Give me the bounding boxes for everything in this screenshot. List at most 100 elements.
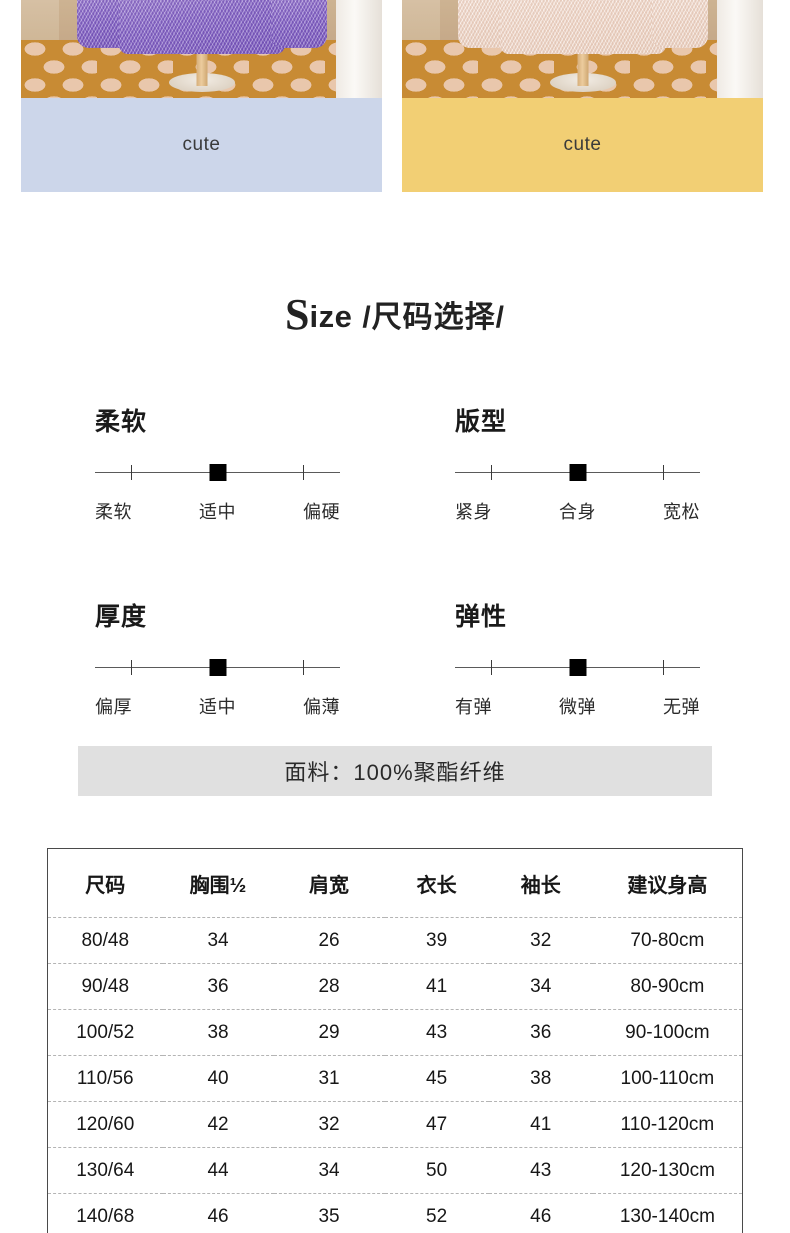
cell-height: 70-80cm — [630, 929, 705, 951]
table-row: 140/68 46 35 52 46 130-140cm — [48, 1193, 742, 1233]
size-section-title: Size/尺码选择/ — [0, 292, 790, 337]
attribute-softness: 柔软 柔软 适中 偏硬 — [0, 410, 395, 524]
fabric-banner: 面料：100%聚酯纤维 — [78, 746, 712, 796]
attribute-title: 弹性 — [455, 603, 508, 631]
cell-length: 47 — [426, 1113, 448, 1135]
cell-sleeve: 38 — [530, 1067, 552, 1089]
product-card-caption: cute — [402, 98, 763, 192]
attribute-title: 版型 — [455, 408, 508, 436]
slider-tick — [663, 660, 664, 675]
cell-height: 90-100cm — [625, 1021, 710, 1043]
product-card[interactable]: cute — [402, 0, 763, 192]
jacket-body — [118, 0, 285, 54]
cell-bust: 34 — [207, 929, 229, 951]
slider-scale-labels: 紧身 合身 宽松 — [455, 498, 700, 524]
cell-length: 52 — [426, 1205, 448, 1227]
scale-label-middle: 合身 — [559, 502, 596, 522]
size-table-container: 尺码 胸围½ 肩宽 衣长 袖长 建议身高 80/48 34 26 39 32 7… — [47, 848, 743, 1233]
cell-length: 50 — [426, 1159, 448, 1181]
stand-pole — [577, 34, 588, 86]
attribute-sliders: 柔软 柔软 适中 偏硬 版型 紧身 合身 — [0, 410, 790, 719]
slider-knob[interactable] — [209, 659, 226, 676]
scale-label-start: 有弹 — [455, 697, 492, 717]
cell-length: 39 — [426, 929, 448, 951]
product-image-cards: cute cute — [21, 0, 765, 192]
slider-tick — [663, 465, 664, 480]
product-photo-purple — [21, 0, 382, 98]
elasticity-slider[interactable] — [455, 656, 700, 680]
col-header-size: 尺码 — [85, 874, 126, 897]
scale-label-middle: 适中 — [199, 502, 236, 522]
slider-scale-labels: 有弹 微弹 无弹 — [455, 693, 700, 719]
cell-sleeve: 43 — [530, 1159, 552, 1181]
scale-label-end: 偏硬 — [303, 502, 340, 522]
scale-label-end: 宽松 — [663, 502, 700, 522]
slider-scale-labels: 偏厚 适中 偏薄 — [95, 693, 340, 719]
slider-knob[interactable] — [569, 659, 586, 676]
thickness-slider[interactable] — [95, 656, 340, 680]
cell-shoulder: 31 — [318, 1067, 340, 1089]
table-row: 130/64 44 34 50 43 120-130cm — [48, 1147, 742, 1194]
scale-label-start: 紧身 — [455, 502, 492, 522]
cell-size: 130/64 — [76, 1159, 135, 1181]
attribute-fit: 版型 紧身 合身 宽松 — [395, 410, 790, 524]
col-header-shoulder: 肩宽 — [309, 874, 350, 897]
slider-tick — [131, 465, 132, 480]
jacket-body — [499, 0, 666, 54]
fleece-jacket-cream — [457, 0, 708, 66]
fleece-jacket-purple — [76, 0, 327, 66]
cell-sleeve: 46 — [530, 1205, 552, 1227]
softness-slider[interactable] — [95, 461, 340, 485]
cell-bust: 46 — [207, 1205, 229, 1227]
table-row: 80/48 34 26 39 32 70-80cm — [48, 917, 742, 964]
attribute-title: 厚度 — [95, 603, 148, 631]
attribute-row: 柔软 柔软 适中 偏硬 版型 紧身 合身 — [0, 410, 790, 524]
cell-bust: 40 — [207, 1067, 229, 1089]
cell-sleeve: 41 — [530, 1113, 552, 1135]
col-header-bust: 胸围½ — [189, 874, 247, 897]
cell-length: 43 — [426, 1021, 448, 1043]
product-card[interactable]: cute — [21, 0, 382, 192]
cell-shoulder: 28 — [318, 975, 340, 997]
cell-length: 41 — [426, 975, 448, 997]
attribute-elasticity: 弹性 有弹 微弹 无弹 — [395, 605, 790, 719]
fit-slider[interactable] — [455, 461, 700, 485]
slider-knob[interactable] — [569, 464, 586, 481]
cell-length: 45 — [426, 1067, 448, 1089]
attribute-thickness: 厚度 偏厚 适中 偏薄 — [0, 605, 395, 719]
cell-shoulder: 32 — [318, 1113, 340, 1135]
slider-tick — [131, 660, 132, 675]
scale-label-start: 偏厚 — [95, 697, 132, 717]
attribute-title: 柔软 — [95, 408, 148, 436]
curtain — [717, 0, 763, 98]
table-header-row: 尺码 胸围½ 肩宽 衣长 袖长 建议身高 — [48, 849, 742, 918]
stand-pole — [196, 34, 207, 86]
slider-tick — [491, 660, 492, 675]
scale-label-middle: 适中 — [199, 697, 236, 717]
table-row: 110/56 40 31 45 38 100-110cm — [48, 1055, 742, 1102]
col-header-height: 建议身高 — [627, 874, 708, 897]
cell-size: 80/48 — [81, 929, 130, 951]
size-table: 尺码 胸围½ 肩宽 衣长 袖长 建议身高 80/48 34 26 39 32 7… — [48, 849, 742, 1233]
scale-label-start: 柔软 — [95, 502, 132, 522]
slider-knob[interactable] — [209, 464, 226, 481]
cell-height: 110-120cm — [620, 1113, 715, 1135]
size-title-chinese: /尺码选择/ — [362, 301, 505, 334]
cell-shoulder: 35 — [318, 1205, 340, 1227]
slider-tick — [303, 465, 304, 480]
cell-bust: 44 — [207, 1159, 229, 1181]
table-row: 120/60 42 32 47 41 110-120cm — [48, 1101, 742, 1148]
sleeve-right — [651, 0, 708, 48]
scale-label-end: 无弹 — [663, 697, 700, 717]
scale-label-end: 偏薄 — [303, 697, 340, 717]
attribute-row: 厚度 偏厚 适中 偏薄 弹性 有弹 微弹 — [0, 605, 790, 719]
slider-tick — [303, 660, 304, 675]
table-row: 90/48 36 28 41 34 80-90cm — [48, 963, 742, 1010]
cell-bust: 38 — [207, 1021, 229, 1043]
cell-size: 120/60 — [76, 1113, 135, 1135]
curtain — [336, 0, 382, 98]
col-header-length: 衣长 — [416, 874, 457, 897]
scale-label-middle: 微弹 — [559, 697, 596, 717]
size-title-capital: S — [284, 290, 310, 339]
product-card-caption: cute — [21, 98, 382, 192]
